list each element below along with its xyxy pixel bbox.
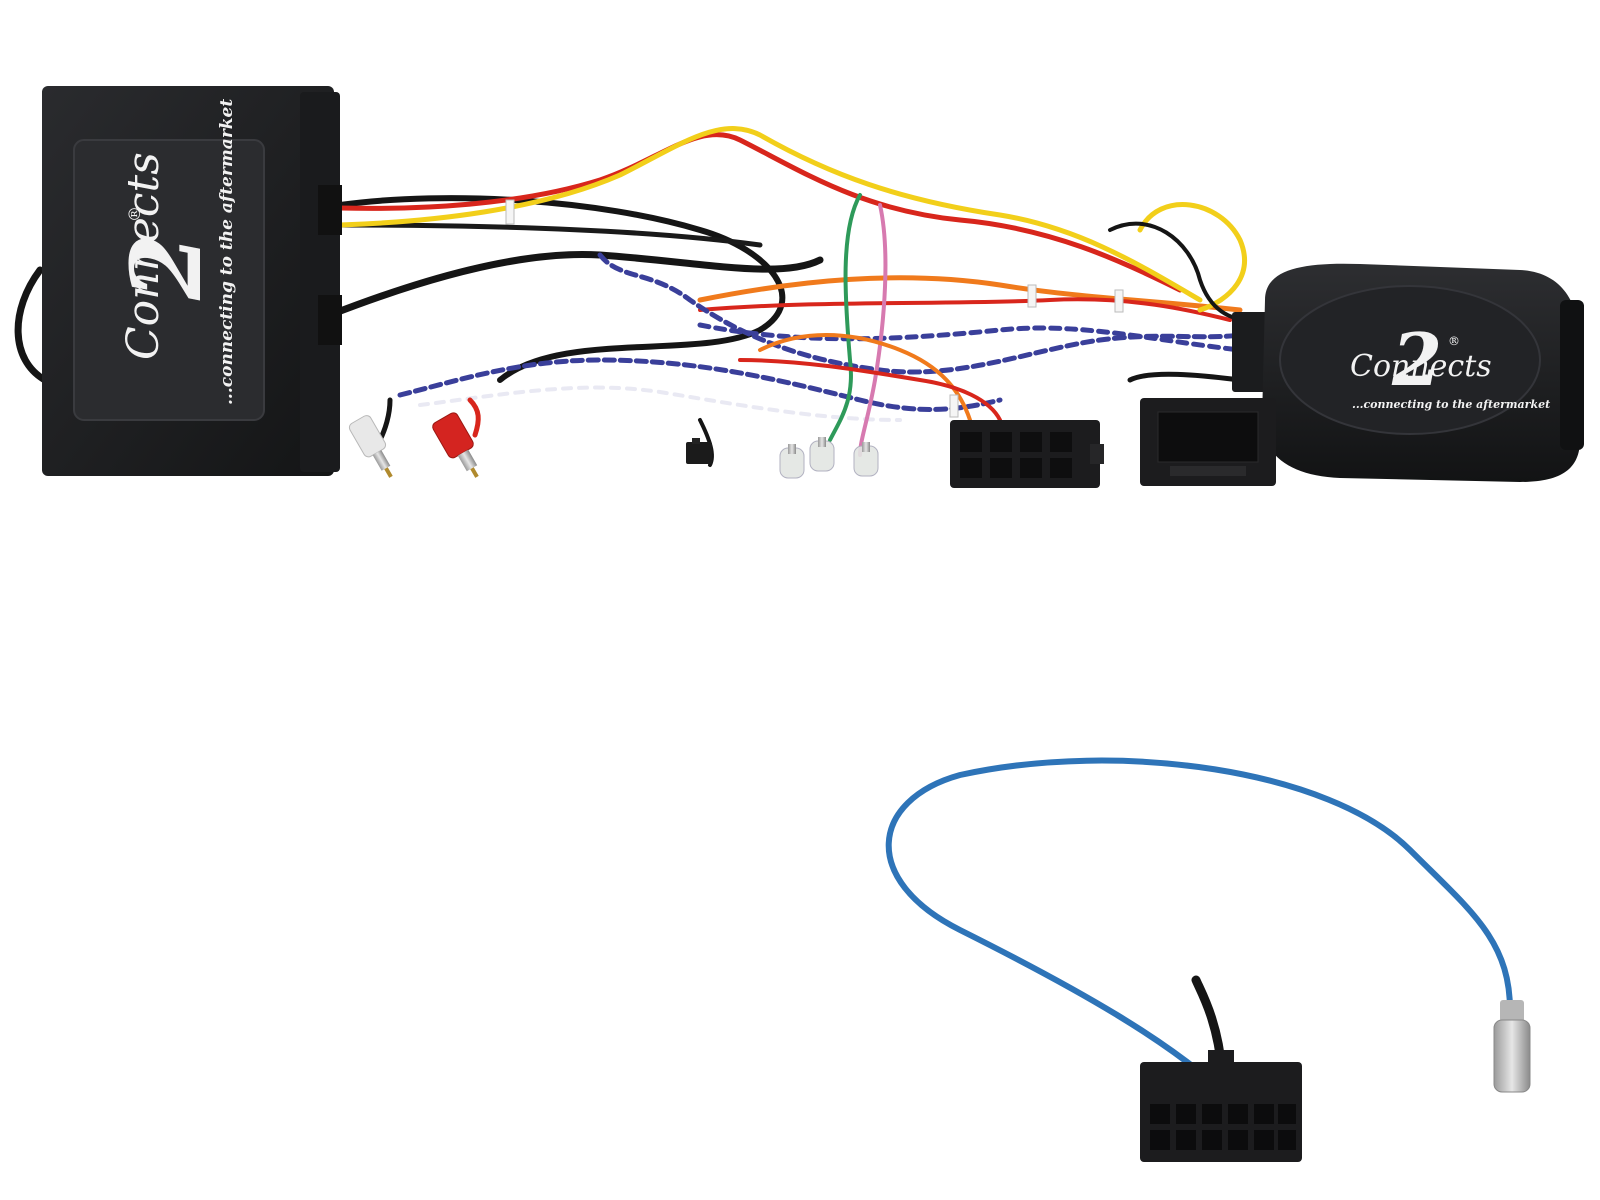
red-wire [738, 358, 1002, 422]
iso-connector [950, 420, 1104, 488]
blue-white-wire [397, 357, 1003, 412]
yellow-wire [1137, 202, 1247, 313]
red-wire [698, 297, 1232, 322]
registered-mark: ® [1448, 334, 1460, 348]
red-wire [467, 397, 481, 438]
green-wire [828, 193, 862, 442]
yellow-wire [337, 126, 1203, 303]
rca-plugs [348, 412, 479, 478]
logo-label [73, 139, 265, 421]
brand-numeral: 2 [1391, 317, 1442, 402]
multi-pin-connector [1140, 1050, 1302, 1162]
rca-plug-red [432, 412, 479, 478]
registered-mark: ® [125, 206, 144, 222]
logo-badge [1279, 285, 1541, 435]
red-wire [337, 132, 1183, 293]
pink-wire [858, 203, 888, 457]
cable-tie [1027, 284, 1037, 308]
left-interface-box: Connects 2 ® ...connecting to the afterm… [42, 86, 342, 476]
blue-white-wire [418, 385, 902, 422]
brand-tagline: ...connecting to the aftermarket [217, 99, 237, 405]
brand-tagline: ...connecting to the aftermarket [1352, 398, 1550, 411]
brand-wordmark: Connects [118, 152, 169, 360]
antenna-plug [1493, 1000, 1531, 1093]
black-wire [1127, 371, 1243, 383]
orange-wire [758, 333, 972, 422]
brand-wordmark: Connects [1350, 349, 1492, 384]
left-logo: Connects 2 ® ...connecting to the afterm… [110, 99, 237, 405]
black-wire [377, 397, 393, 443]
brand-numeral: 2 [110, 233, 223, 301]
spade-terminals [779, 437, 879, 479]
black-cable [337, 222, 763, 248]
orange-wire [697, 275, 1243, 313]
antenna-adapter [885, 757, 1531, 1162]
vehicle-connector [1140, 398, 1276, 486]
spade-terminal [853, 442, 879, 477]
black-wire [1108, 221, 1252, 322]
spade-terminal [779, 444, 805, 479]
wiring-harness [14, 126, 1252, 467]
cable-tie [1114, 289, 1124, 313]
right-logo: Connects 2 ® ...connecting to the afterm… [1350, 317, 1550, 411]
blue-white-wire [697, 322, 1243, 353]
small-black-connector [686, 438, 712, 464]
cable-tie [949, 394, 959, 418]
rca-plug-white [348, 415, 393, 478]
antenna-cable [885, 757, 1513, 1075]
spade-terminal [809, 437, 835, 472]
right-interface-pod: Connects 2 ® ...connecting to the afterm… [1232, 263, 1584, 482]
cable-tie [505, 199, 515, 225]
